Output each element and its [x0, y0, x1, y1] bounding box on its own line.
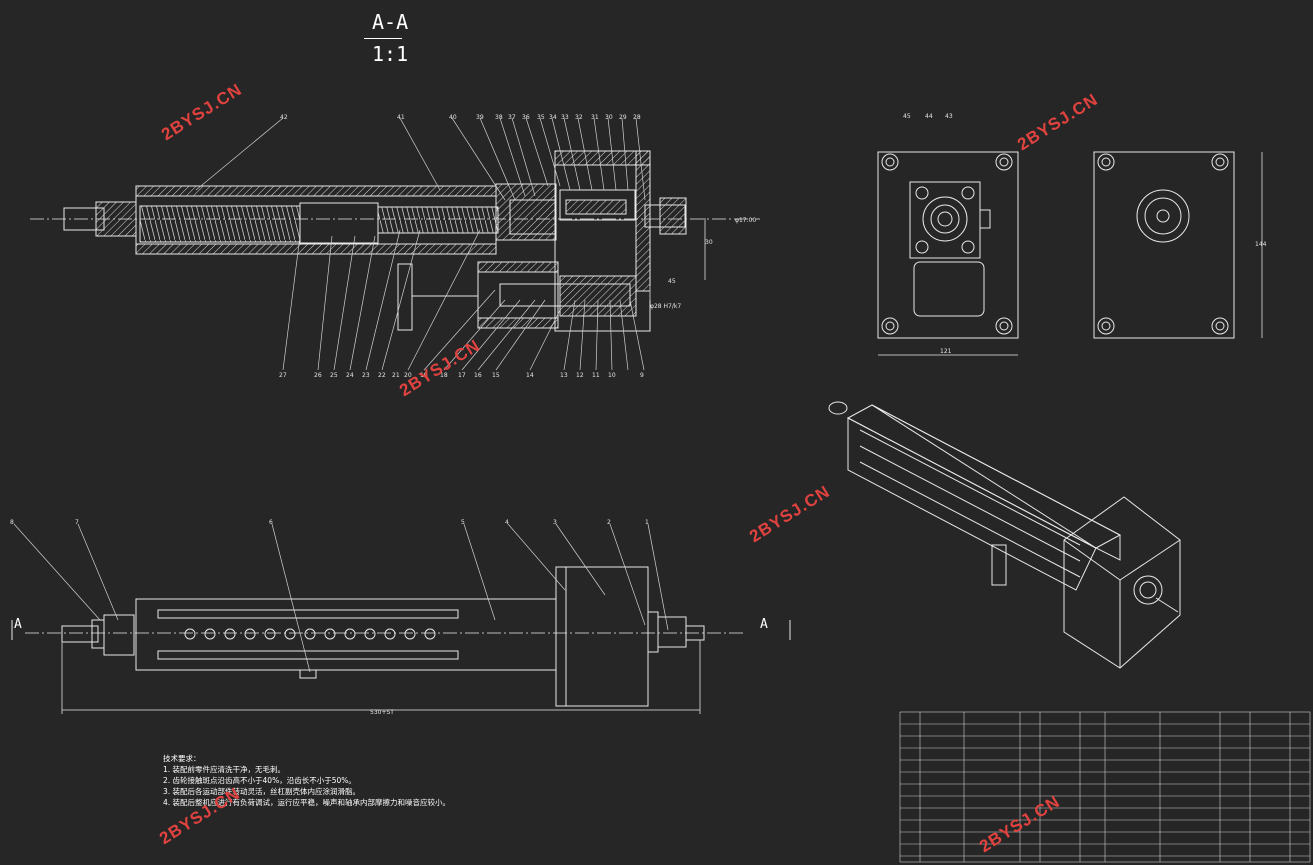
balloon-31: 31: [591, 114, 599, 121]
note-1: 1. 装配前零件应清洗干净，无毛刺。: [163, 765, 286, 774]
dim-bore: φ28 H7/k7: [650, 303, 681, 310]
balloon-38: 38: [495, 114, 503, 121]
balloon-42: 42: [280, 114, 288, 121]
balloon-28: 28: [633, 114, 641, 121]
technical-notes: 技术要求： 1. 装配前零件应清洗干净，无毛刺。 2. 齿轮接触斑点沿齿高不小于…: [163, 753, 450, 808]
balloon-43: 43: [945, 113, 953, 120]
leader-lines: [195, 117, 646, 371]
note-4: 4. 装配后整机应进行有负荷调试，运行应平稳，噪声和轴承内部摩擦力和噪音应较小。: [163, 798, 451, 807]
balloon-20: 20: [404, 372, 412, 379]
balloon-37: 37: [508, 114, 516, 121]
section-marker-left: A: [14, 617, 22, 632]
notes-heading: 技术要求：: [163, 754, 201, 763]
balloon-15: 15: [492, 372, 500, 379]
balloon-25: 25: [330, 372, 338, 379]
balloon-1: 1: [645, 519, 649, 526]
dim-offset: 30: [705, 239, 713, 246]
dim-side-width: 121: [940, 348, 952, 355]
isometric-view: [828, 401, 1181, 669]
balloon-23: 23: [362, 372, 370, 379]
balloon-35: 35: [537, 114, 545, 121]
end-view-left: [877, 151, 1019, 356]
dim-side-height: 144: [1255, 241, 1267, 248]
balloon-4: 4: [505, 519, 509, 526]
balloon-7: 7: [75, 519, 79, 526]
section-marker-right: A: [760, 617, 768, 632]
title-divider: [364, 38, 402, 39]
balloon-14: 14: [526, 372, 534, 379]
bom-table: [899, 711, 1311, 863]
balloon-9: 9: [640, 372, 644, 379]
balloon-45: 45: [903, 113, 911, 120]
balloon-2: 2: [607, 519, 611, 526]
balloon-17: 17: [458, 372, 466, 379]
balloon-29: 29: [619, 114, 627, 121]
balloon-44: 44: [925, 113, 933, 120]
balloon-11: 11: [592, 372, 600, 379]
balloon-5: 5: [461, 519, 465, 526]
balloon-18: 18: [440, 372, 448, 379]
balloon-32: 32: [575, 114, 583, 121]
balloon-19: 19: [420, 372, 428, 379]
balloon-24: 24: [346, 372, 354, 379]
balloon-21: 21: [392, 372, 400, 379]
balloon-22: 22: [378, 372, 386, 379]
balloon-26: 26: [314, 372, 322, 379]
balloon-41: 41: [397, 114, 405, 121]
balloon-30: 30: [605, 114, 613, 121]
balloon-16: 16: [474, 372, 482, 379]
note-2: 2. 齿轮接触斑点沿齿高不小于40%，沿齿长不小于50%。: [163, 776, 356, 785]
balloon-40: 40: [449, 114, 457, 121]
balloon-39: 39: [476, 114, 484, 121]
balloon-8: 8: [10, 519, 14, 526]
balloon-33: 33: [561, 114, 569, 121]
section-scale: 1:1: [372, 42, 409, 66]
end-view-right: [1093, 151, 1263, 339]
balloon-3: 3: [553, 519, 557, 526]
balloon-13: 13: [560, 372, 568, 379]
section-view: [30, 150, 760, 332]
balloon-36: 36: [522, 114, 530, 121]
front-leaders: [13, 523, 669, 673]
balloon-10: 10: [608, 372, 616, 379]
balloon-34: 34: [549, 114, 557, 121]
note-3: 3. 装配后各运动部件转动灵活，丝杠副壳体内应涂润滑脂。: [163, 787, 361, 796]
balloon-27: 27: [279, 372, 287, 379]
dim-small: 45: [668, 278, 676, 285]
dim-total-length: 530+ST: [370, 709, 394, 716]
balloon-6: 6: [269, 519, 273, 526]
front-view: [11, 566, 791, 714]
balloon-12: 12: [576, 372, 584, 379]
dim-shaft-dia: φ17.00: [735, 217, 756, 224]
section-title: A-A: [372, 10, 409, 34]
front-holes: [184, 628, 436, 640]
balloon-numbers: 42 41 40 39 38 37 36 35 34 33 32 31 30 2…: [10, 113, 953, 526]
